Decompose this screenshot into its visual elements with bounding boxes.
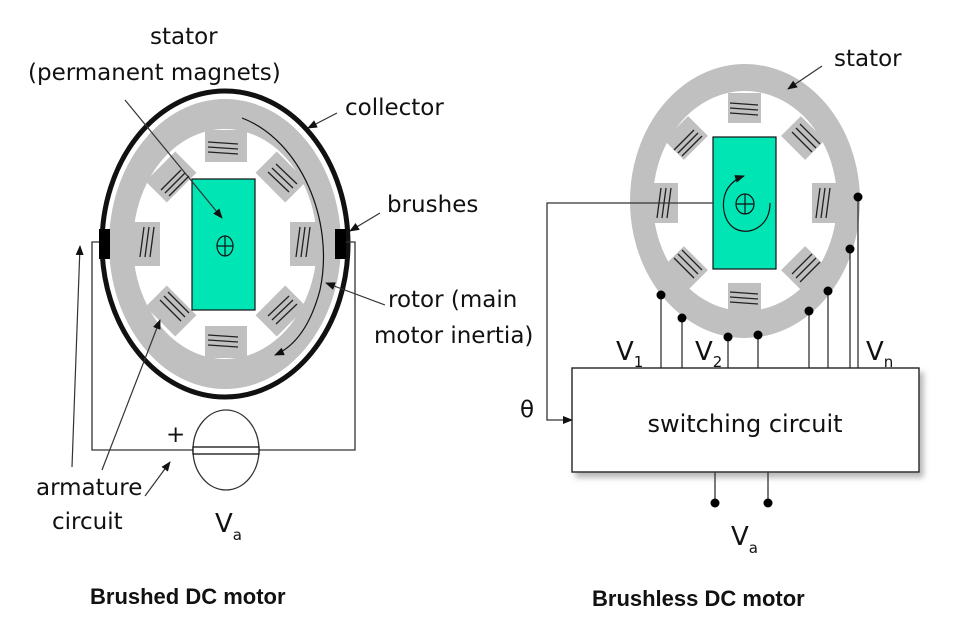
rotor <box>191 178 256 311</box>
brush-right <box>335 229 346 259</box>
phase-wires <box>656 192 863 368</box>
label-motor-inertia: motor inertia) <box>374 323 533 349</box>
armature-wire-right <box>258 241 356 451</box>
label-circuit: circuit <box>52 509 123 535</box>
v2-sub: 2 <box>713 353 723 371</box>
label-stator: stator <box>150 24 218 50</box>
label-collector: collector <box>345 95 444 121</box>
brush-left <box>99 229 110 259</box>
caption-brushless: Brushless DC motor <box>592 586 805 611</box>
switching-circuit-box <box>571 367 920 473</box>
v2-main: V <box>695 337 713 367</box>
va-sub: a <box>233 526 242 544</box>
va-bl-sub: a <box>749 539 758 557</box>
va-bl-main: V <box>731 522 749 552</box>
brushed-motor: + stator (permanent magnets) collector b… <box>28 24 533 609</box>
label-stator-bl: stator <box>834 46 902 72</box>
armature-pointer-2 <box>101 319 161 471</box>
vn-sub: n <box>884 353 894 371</box>
stator-pointer <box>124 99 223 219</box>
stator-poles-bl <box>652 93 838 313</box>
pole-windings <box>139 141 311 348</box>
armature-pointer-1 <box>71 245 84 468</box>
rotor-axis-icon-bl <box>735 193 755 215</box>
label-va-brushless: Va <box>731 522 758 557</box>
label-armature: armature <box>36 475 142 501</box>
va-main: V <box>215 509 233 539</box>
pole-windings-bl <box>656 102 831 305</box>
theta-feedback-line <box>546 202 713 424</box>
label-v1: V1 <box>616 337 643 371</box>
collector-pointer <box>307 112 338 129</box>
vn-main: V <box>866 337 884 367</box>
armature-wire-left <box>91 241 194 451</box>
rotor-rotation-arrow <box>722 175 771 232</box>
stator-pointer-bl <box>787 65 823 90</box>
rotor-axis-icon <box>216 235 234 257</box>
v1-main: V <box>616 337 634 367</box>
armature-pointer-3 <box>144 461 171 497</box>
label-stator-permanent-magnets: (permanent magnets) <box>28 60 281 86</box>
label-va-brushed: Va <box>215 509 242 544</box>
va-terminals <box>710 472 773 508</box>
caption-brushed: Brushed DC motor <box>90 584 286 609</box>
plus-sign: + <box>166 422 185 448</box>
label-brushes: brushes <box>387 192 478 218</box>
label-theta: θ <box>520 397 534 423</box>
label-vn: Vn <box>866 337 893 371</box>
label-rotor-main: rotor (main <box>388 287 517 313</box>
v1-sub: 1 <box>634 353 644 371</box>
label-v2: V2 <box>695 337 722 371</box>
brushless-motor: θ V1 V2 Vn switching circuit <box>520 46 920 611</box>
switching-circuit-label: switching circuit <box>647 410 842 438</box>
voltage-source-icon <box>192 409 260 491</box>
brushes-pointer <box>349 212 381 232</box>
rotation-arrow <box>241 117 324 356</box>
rotor-pointer <box>325 282 386 306</box>
